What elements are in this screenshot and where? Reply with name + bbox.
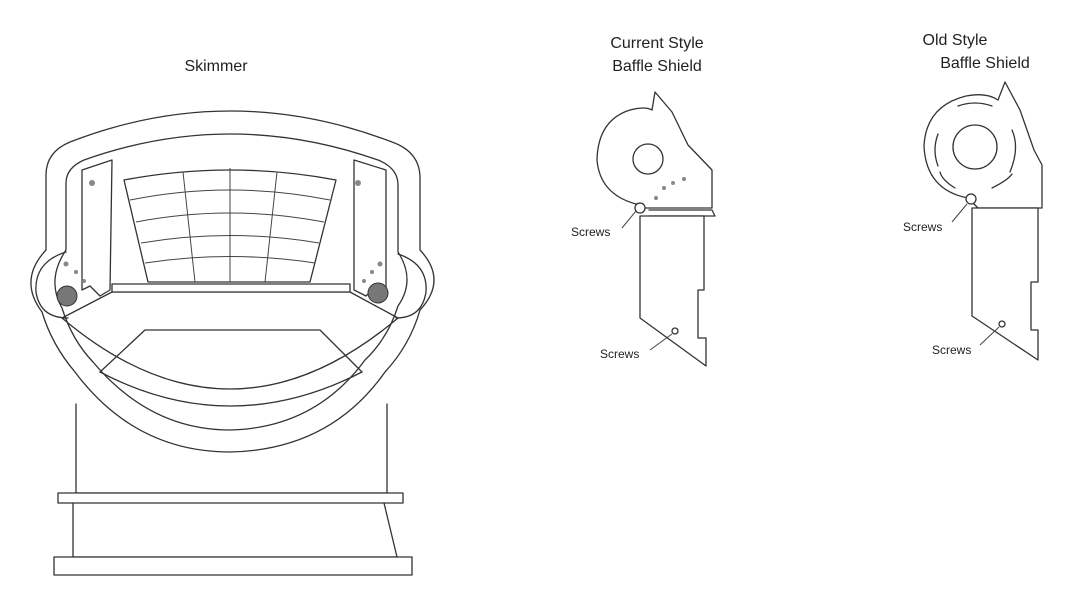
skimmer-weir-grid bbox=[129, 168, 331, 283]
old-shield-arc-slot bbox=[934, 133, 939, 167]
skimmer-collar bbox=[57, 492, 404, 504]
old-shield-callout-top: Screws bbox=[903, 220, 942, 234]
skimmer-weir-door-outline bbox=[123, 169, 337, 283]
old-shield-arc-slot bbox=[957, 102, 993, 107]
skimmer-left-small-dot bbox=[74, 270, 78, 274]
current-shield-dot bbox=[671, 181, 675, 185]
skimmer-right-lobe bbox=[395, 253, 427, 319]
current-shield-dot bbox=[662, 186, 666, 190]
skimmer-mouth-weir bbox=[99, 329, 363, 373]
old-shield-center-hole bbox=[952, 124, 998, 170]
skimmer-inner-rim bbox=[54, 133, 408, 431]
skimmer-base bbox=[53, 556, 413, 576]
current-shield-callout-bottom: Screws bbox=[600, 347, 639, 361]
current-shield-dot bbox=[682, 177, 686, 181]
skimmer-left-baffle bbox=[81, 159, 113, 297]
skimmer-right-screw-dot bbox=[355, 180, 361, 186]
current-shield-lower-screw bbox=[671, 327, 679, 335]
old-shield-lower-blade bbox=[971, 207, 1039, 361]
old-shield-arc-slot bbox=[1009, 129, 1017, 173]
skimmer-right-pivot-hole bbox=[367, 282, 389, 304]
skimmer-left-lobe bbox=[35, 251, 69, 319]
old-shield-title-line2: Baffle Shield bbox=[940, 55, 1030, 72]
skimmer-title: Skimmer bbox=[184, 58, 248, 75]
skimmer-right-small-dot bbox=[370, 270, 374, 274]
old-shield-illustration: Old Style Baffle Shield Screws Screws bbox=[903, 32, 1043, 361]
old-shield-callout-bottom: Screws bbox=[932, 343, 971, 357]
old-shield-arc-slot bbox=[991, 173, 1013, 189]
current-shield-callout-top: Screws bbox=[571, 225, 610, 239]
skimmer-right-small-dot bbox=[377, 261, 383, 267]
current-shield-illustration: Current Style Baffle Shield Screws Screw… bbox=[571, 35, 716, 367]
current-shield-hinge-tab bbox=[648, 209, 716, 217]
skimmer-right-small-dot bbox=[362, 279, 366, 283]
skimmer-mouth bbox=[61, 317, 399, 390]
old-shield-lower-screw bbox=[998, 320, 1006, 328]
current-shield-leader-top bbox=[621, 210, 637, 229]
old-shield-arc-slot bbox=[939, 171, 956, 189]
old-shield-pivot-screw bbox=[965, 193, 977, 205]
current-shield-pivot-screw bbox=[634, 202, 646, 214]
skimmer-left-screw-dot bbox=[89, 180, 95, 186]
skimmer-mouth-inner bbox=[99, 371, 363, 407]
current-shield-center-hole bbox=[632, 143, 664, 175]
skimmer-illustration: Skimmer bbox=[30, 58, 435, 576]
current-shield-title-line1: Current Style bbox=[610, 35, 703, 52]
skimmer-left-pivot-hole bbox=[56, 285, 78, 307]
current-shield-lower-blade bbox=[639, 215, 707, 367]
old-shield-leader-bottom bbox=[979, 326, 1000, 346]
old-shield-title-line1: Old Style bbox=[923, 32, 988, 49]
skimmer-left-small-dot bbox=[63, 261, 69, 267]
current-shield-title-line2: Baffle Shield bbox=[612, 58, 702, 75]
current-shield-leader-bottom bbox=[649, 333, 673, 351]
skimmer-weir-sill bbox=[111, 283, 351, 293]
current-shield-dot bbox=[654, 196, 658, 200]
skimmer-left-small-dot bbox=[82, 279, 86, 283]
old-shield-leader-top bbox=[951, 203, 968, 223]
skimmer-lower-body bbox=[72, 502, 398, 558]
